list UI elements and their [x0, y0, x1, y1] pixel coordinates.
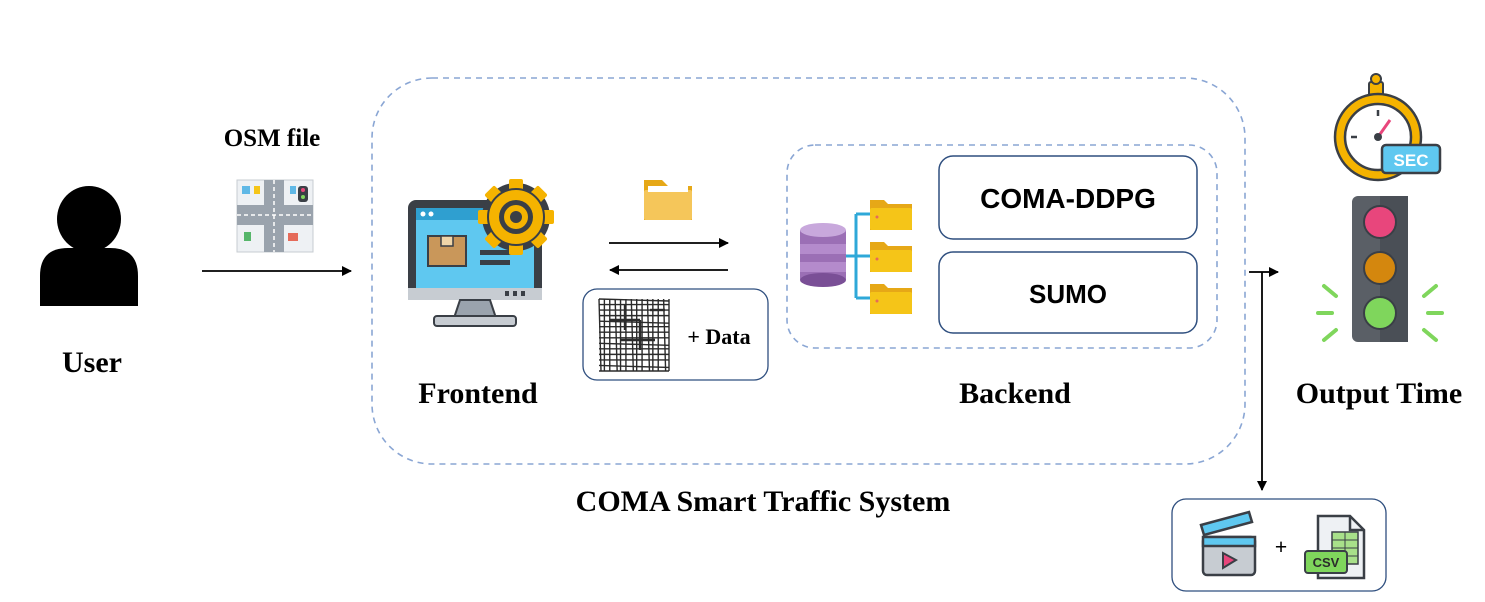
sumo-label: SUMO: [1029, 279, 1107, 309]
computer-gear-icon: [408, 179, 554, 327]
traffic-light-icon: [1316, 196, 1444, 342]
database-icon: [800, 223, 846, 287]
road-network-grid-icon: [598, 298, 670, 372]
sumo-box: [938, 251, 1198, 334]
database-folder-connectors: [846, 212, 870, 300]
coma-ddpg-box: [938, 155, 1198, 240]
backend-container: [786, 144, 1218, 349]
user-icon: [40, 186, 138, 306]
grid-data-box: [582, 288, 769, 381]
system-name-label: COMA Smart Traffic System: [576, 485, 951, 518]
plus-label: +: [1275, 534, 1288, 559]
plus-data-label: + Data: [687, 324, 750, 349]
stopwatch-sec-label: SEC: [1394, 151, 1429, 170]
osm-file-label: OSM file: [224, 125, 321, 152]
csv-file-icon: CSV: [1304, 514, 1366, 580]
clapperboard-icon: [1199, 510, 1257, 577]
backend-label: Backend: [959, 377, 1071, 410]
folder-icon: [870, 200, 912, 230]
street-map-icon: [236, 179, 314, 253]
stopwatch-icon: SEC: [1333, 73, 1442, 182]
frontend-label: Frontend: [418, 377, 538, 410]
coma-ddpg-label: COMA-DDPG: [980, 183, 1156, 214]
folder-icon: [644, 180, 692, 220]
output-time-label: Output Time: [1296, 377, 1462, 410]
csv-label: CSV: [1313, 555, 1340, 570]
folder-icon: [870, 242, 912, 272]
user-label: User: [62, 346, 122, 379]
system-container: [371, 77, 1246, 465]
folder-icon: [870, 284, 912, 314]
